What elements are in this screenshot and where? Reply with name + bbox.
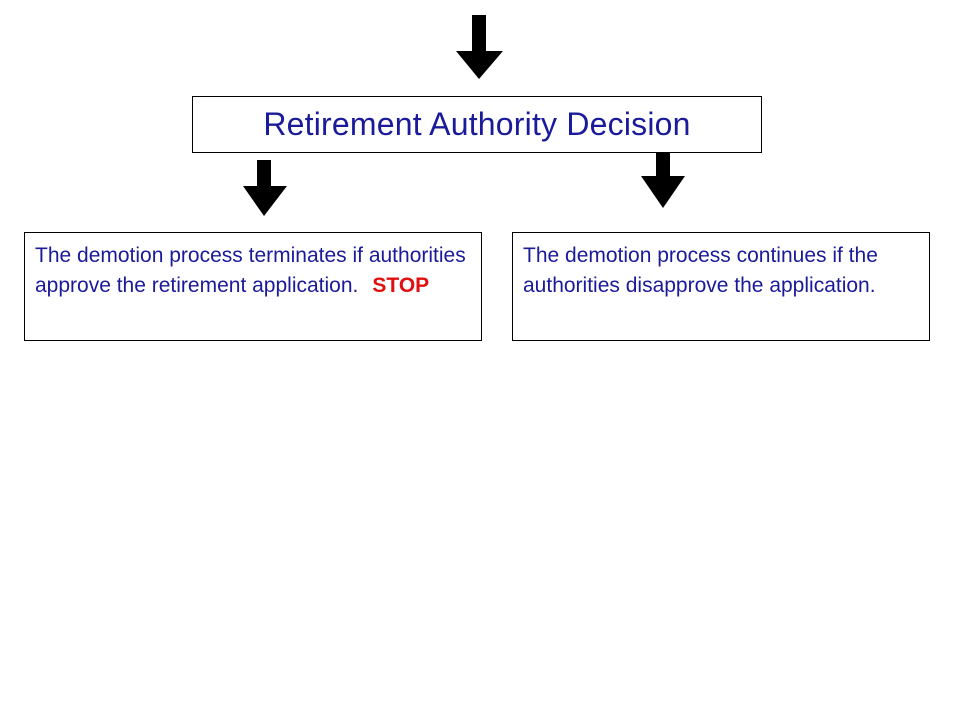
outcome-approve-text: The demotion process terminates if autho… — [35, 241, 471, 301]
outcome-disapprove-box: The demotion process continues if the au… — [512, 232, 930, 341]
outcome-disapprove-text: The demotion process continues if the au… — [523, 244, 878, 297]
stop-label: STOP — [372, 274, 430, 297]
incoming-arrow-down-icon — [455, 15, 505, 81]
decision-box: Retirement Authority Decision — [192, 96, 762, 153]
outcome-approve-description: The demotion process terminates if autho… — [35, 244, 466, 297]
approve-branch-arrow-down-icon — [242, 160, 288, 218]
disapprove-branch-arrow-down-icon — [640, 152, 686, 210]
outcome-approve-box: The demotion process terminates if autho… — [24, 232, 482, 341]
decision-title: Retirement Authority Decision — [263, 106, 691, 142]
